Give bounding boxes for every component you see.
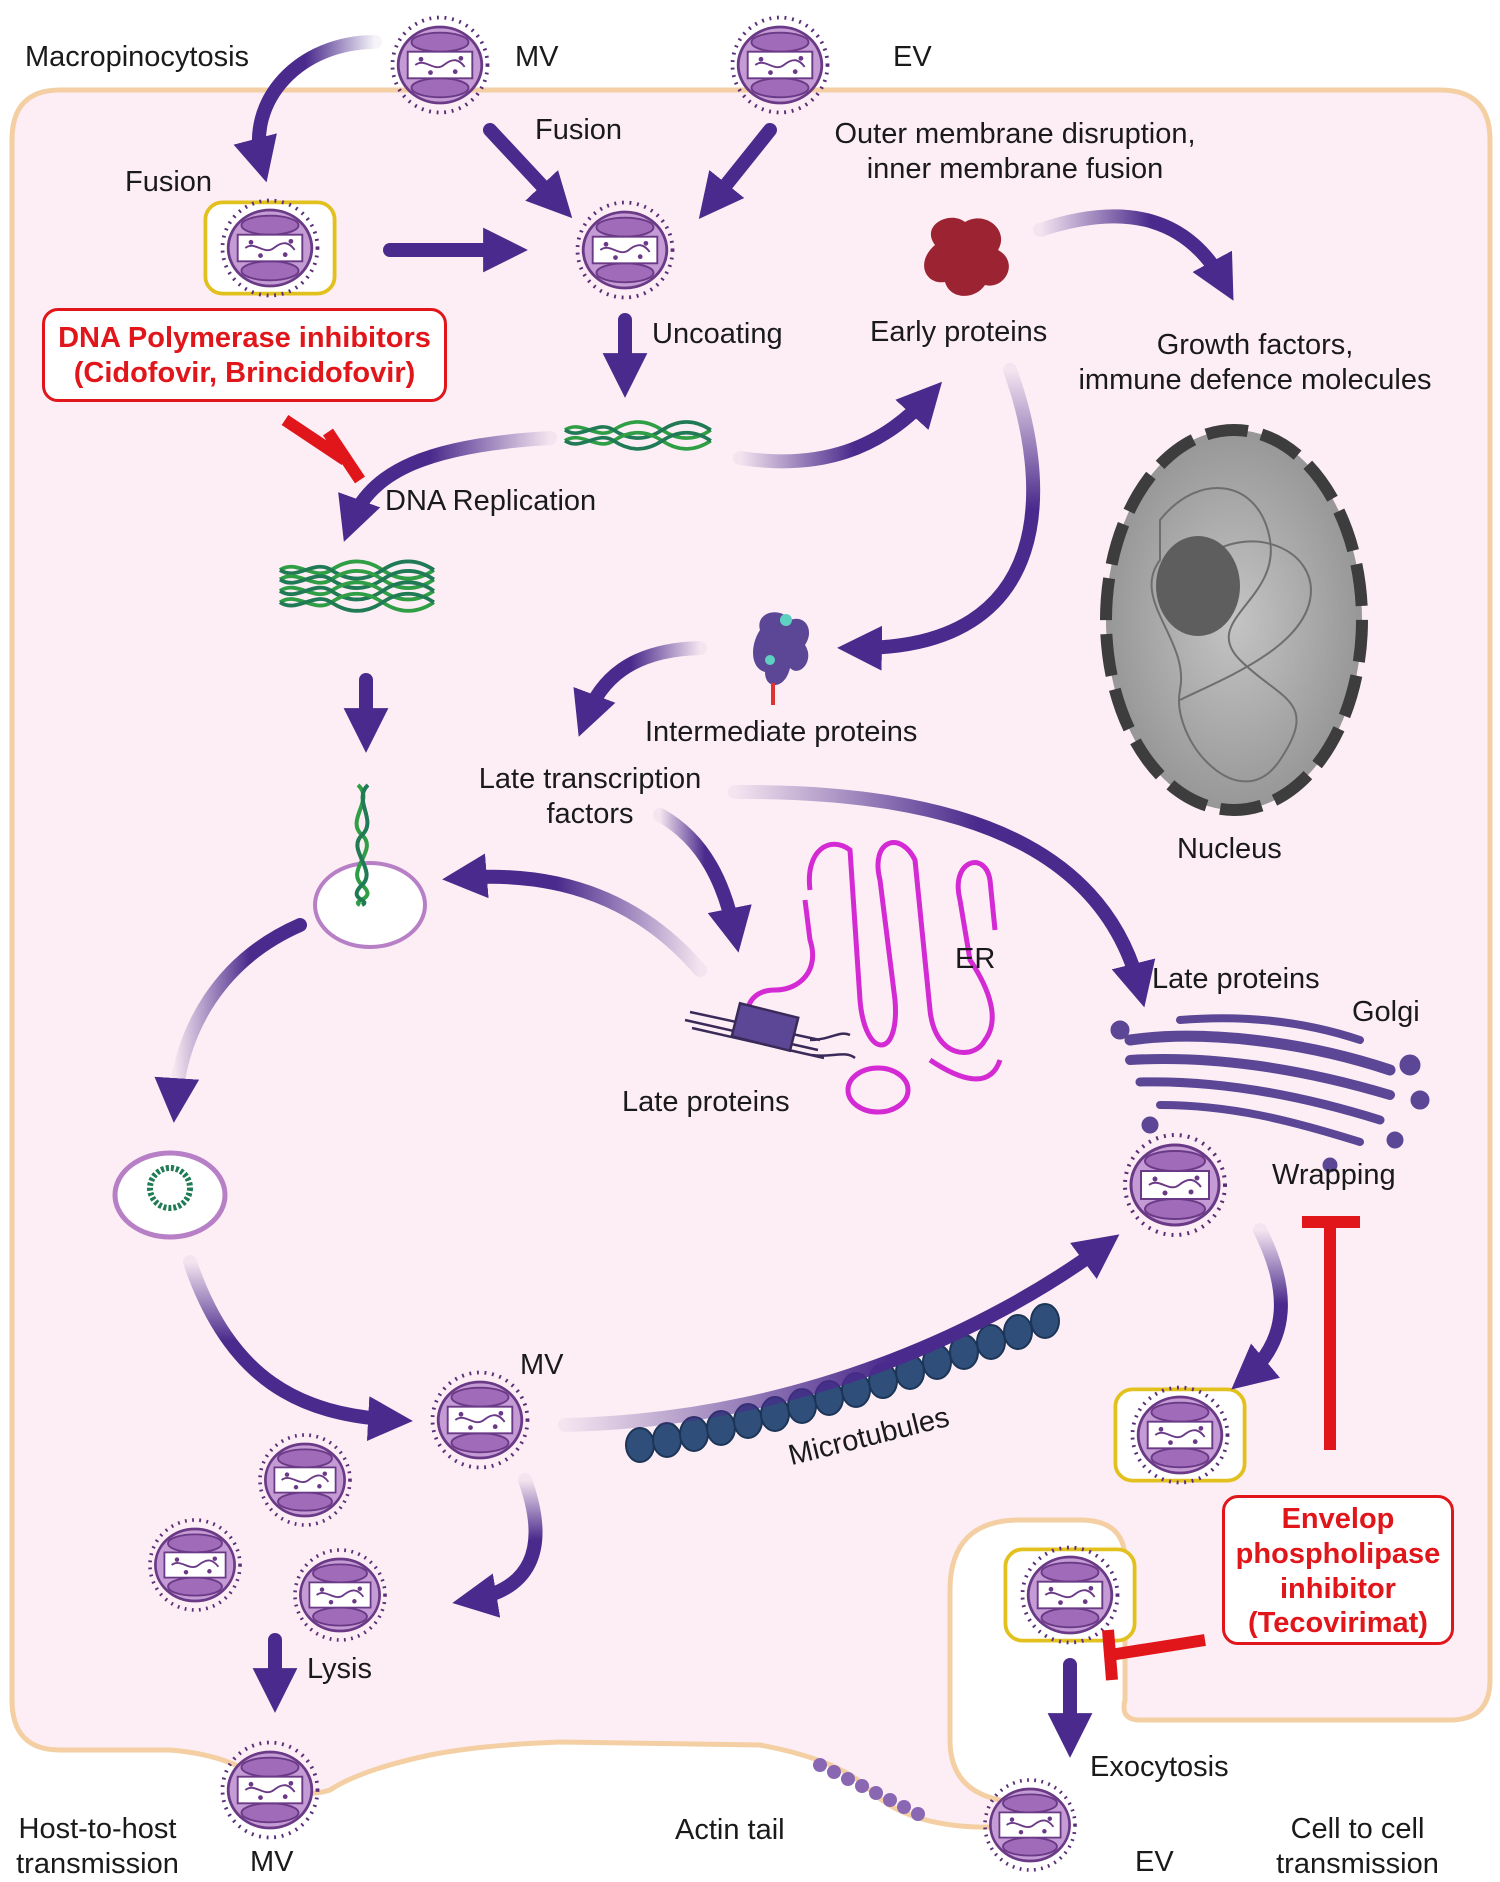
label-late-transcription-line2: factors <box>546 797 634 830</box>
inhibitor-tecovirimat-line3: inhibitor <box>1280 1572 1396 1605</box>
inhibition-exocytosis <box>1102 1629 1206 1681</box>
arrow-dna-replication <box>338 431 557 542</box>
arrow-mv-to-wrapping <box>558 1234 1120 1432</box>
label-late-transcription: Late transcription factors <box>455 762 725 832</box>
crescent-membrane <box>313 783 427 949</box>
label-host-to-host-line1: Host-to-host <box>18 1813 177 1845</box>
label-cell-to-cell: Cell to cell transmission <box>1255 1812 1460 1882</box>
label-mv-mid: MV <box>520 1349 564 1381</box>
golgi-apparatus <box>1110 1014 1430 1173</box>
nucleus <box>1100 424 1368 816</box>
label-early-proteins: Early proteins <box>870 316 1048 348</box>
arrow-early-to-intermediate <box>837 363 1041 671</box>
arrow-immature-to-mv <box>183 1255 413 1441</box>
inhibitor-dna-polymerase-line2: (Cidofovir, Brincidofovir) <box>73 356 416 389</box>
label-er: ER <box>955 943 996 975</box>
label-cell-to-cell-line2: transmission <box>1276 1847 1439 1880</box>
label-actin-tail: Actin tail <box>675 1814 785 1846</box>
immature-virion <box>112 1150 228 1240</box>
arrow-mv-to-cluster <box>452 1473 543 1618</box>
arrow-ltf-to-golgi <box>728 784 1156 1008</box>
arrow-ev-disruption <box>698 123 777 219</box>
label-ev-top: EV <box>893 41 932 73</box>
inhibition-wrapping <box>1302 1216 1360 1450</box>
label-growth-factors-line2: immune defence molecules <box>1078 363 1432 396</box>
label-wrapping: Wrapping <box>1272 1159 1396 1191</box>
label-outer-membrane-line1: Outer membrane disruption, <box>834 118 1196 150</box>
label-golgi: Golgi <box>1352 996 1420 1028</box>
label-intermediate-proteins: Intermediate proteins <box>645 716 918 748</box>
arrow-early-to-growth <box>1033 209 1234 301</box>
arrow-ltf-to-er <box>653 808 752 953</box>
inhibition-dna-polymerase <box>281 415 365 484</box>
label-cell-to-cell-line1: Cell to cell <box>1290 1813 1425 1845</box>
virion-wrapped-golgi <box>1115 1388 1244 1483</box>
label-ev-bottom: EV <box>1135 1846 1174 1878</box>
label-dna-replication: DNA Replication <box>385 485 597 517</box>
label-nucleus: Nucleus <box>1177 833 1282 865</box>
label-fusion-left: Fusion <box>125 166 213 198</box>
inhibitor-tecovirimat-line1: Envelop <box>1281 1503 1395 1535</box>
label-mv-top: MV <box>515 41 559 73</box>
label-fusion-center: Fusion <box>535 114 623 146</box>
inhibitor-dna-polymerase-box: DNA Polymerase inhibitors (Cidofovir, Br… <box>42 308 447 402</box>
virion-exocytosis <box>1005 1548 1134 1643</box>
label-growth-factors: Growth factors, immune defence molecules <box>1055 328 1455 398</box>
label-host-to-host: Host-to-host transmission <box>5 1812 190 1882</box>
arrow-macropinocytosis <box>233 35 382 183</box>
label-late-proteins-golgi: Late proteins <box>1152 963 1320 995</box>
label-exocytosis: Exocytosis <box>1090 1751 1229 1783</box>
inhibitor-dna-polymerase-line1: DNA Polymerase inhibitors <box>58 322 431 354</box>
label-late-transcription-line1: Late transcription <box>478 763 702 795</box>
arrow-crescent-to-immature <box>154 918 307 1123</box>
inhibitor-tecovirimat-box: Envelop phospholipase inhibitor (Tecovir… <box>1222 1495 1454 1645</box>
actin-tail <box>813 1758 925 1821</box>
arrow-wrapping-to-wrapped <box>1231 1223 1288 1390</box>
label-growth-factors-line1: Growth factors, <box>1156 329 1354 361</box>
label-uncoating: Uncoating <box>652 318 783 350</box>
late-protein-bundle <box>684 1001 856 1060</box>
label-mv-bottom: MV <box>250 1846 294 1878</box>
virion-ev-bottom <box>983 1778 1077 1872</box>
arrow-mv-fusion <box>483 123 573 219</box>
inhibitor-tecovirimat-line2: phospholipase <box>1235 1537 1441 1570</box>
label-lysis: Lysis <box>307 1653 372 1685</box>
arrow-intermediate-to-ltf <box>573 641 707 737</box>
early-protein-blob <box>924 217 1009 296</box>
label-outer-membrane: Outer membrane disruption, inner membran… <box>820 117 1210 187</box>
intermediate-protein <box>753 612 810 705</box>
label-outer-membrane-line2: inner membrane fusion <box>866 152 1164 185</box>
virion-wrapped-macropinocytosis <box>205 201 334 296</box>
label-macropinocytosis: Macropinocytosis <box>25 41 250 73</box>
label-host-to-host-line2: transmission <box>16 1847 179 1880</box>
label-late-proteins-er: Late proteins <box>622 1086 790 1118</box>
arrow-lateprot-to-crescent <box>442 853 707 977</box>
inhibitor-tecovirimat-line4: (Tecovirimat) <box>1248 1607 1428 1640</box>
endoplasmic-reticulum <box>745 840 1003 1115</box>
arrow-dna-to-early <box>733 381 943 469</box>
